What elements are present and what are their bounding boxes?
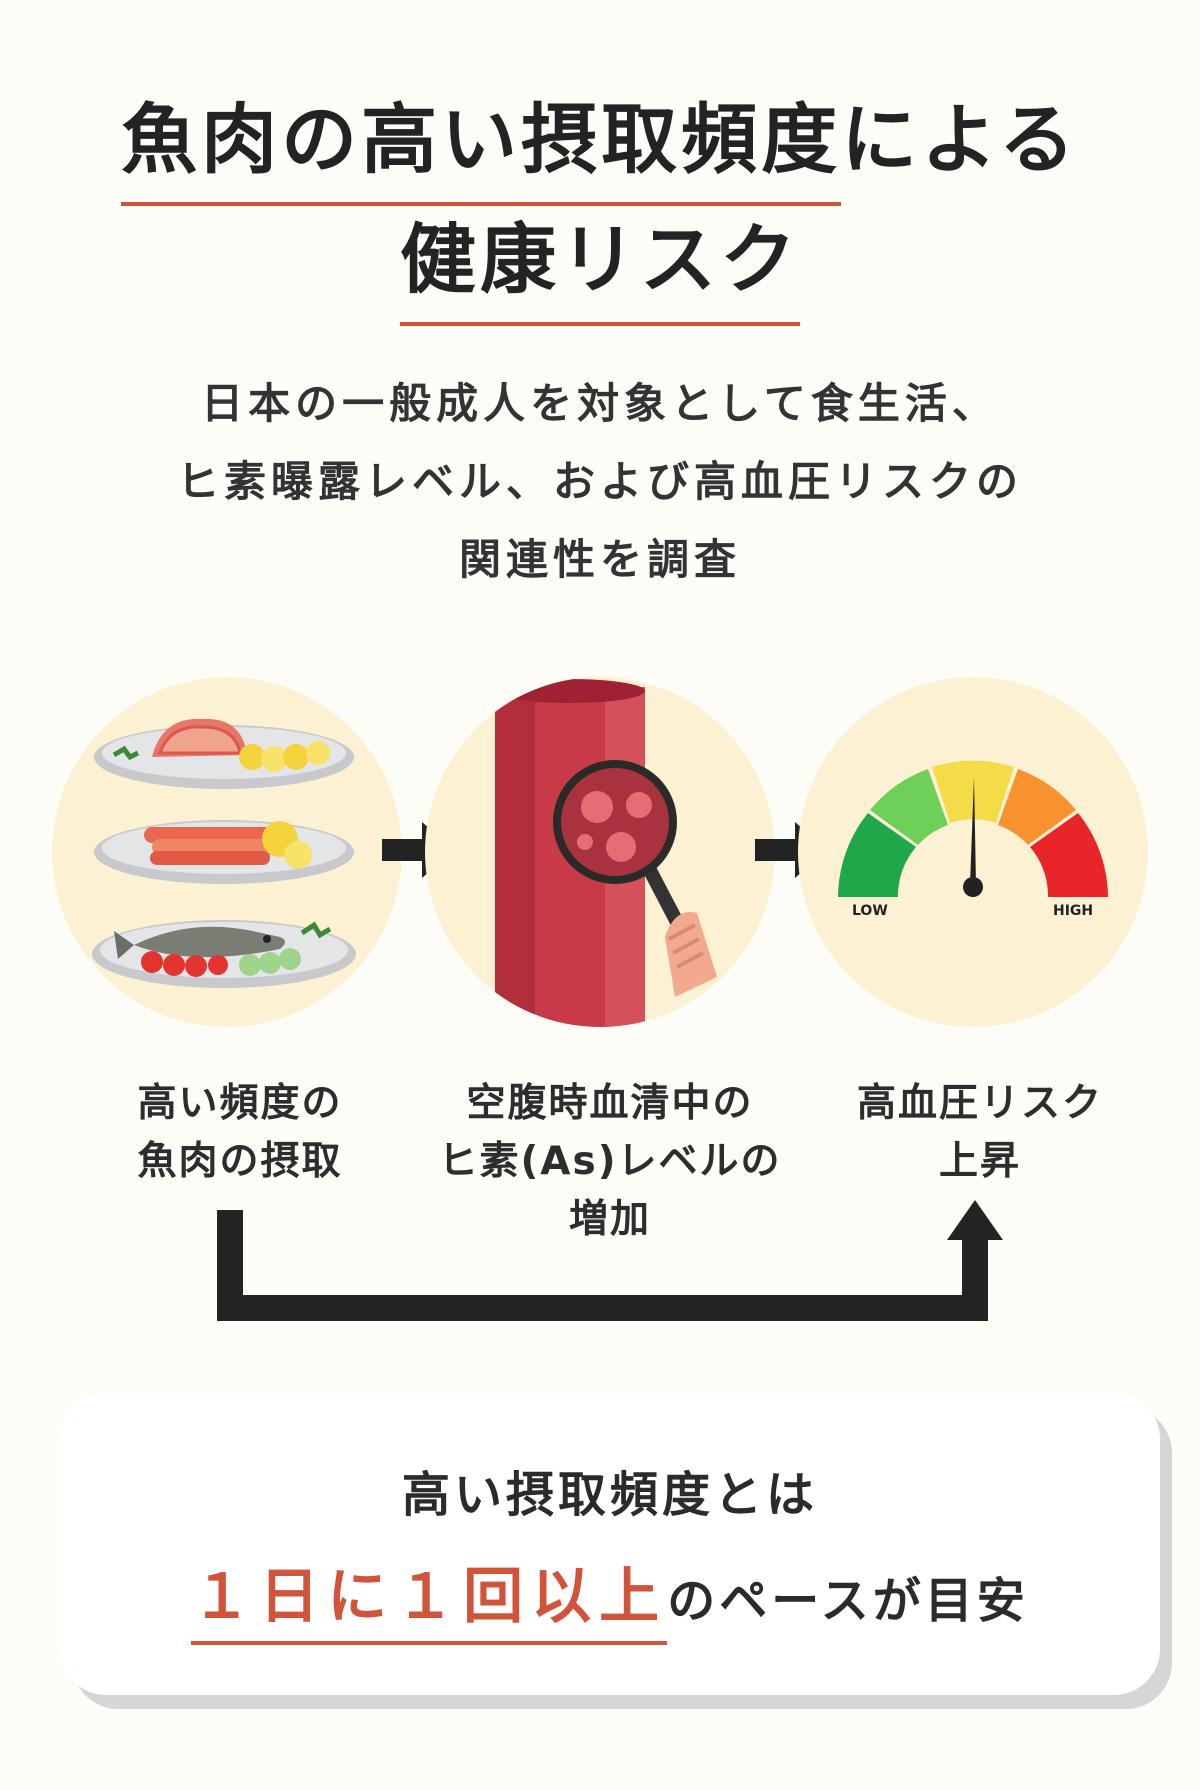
- page-title-line2: 健康リスク: [0, 198, 1200, 326]
- title-line2-text: 健康リスク: [400, 198, 800, 326]
- step-label-hypertension-risk: 高血圧リスク 上昇: [830, 1075, 1130, 1191]
- intro-line-1: 日本の一般成人を対象として食生活、: [201, 379, 999, 428]
- intro-text: 日本の一般成人を対象として食生活、 ヒ素曝露レベル、および高血圧リスクの 関連性…: [0, 365, 1200, 599]
- title-underlined-text: 魚肉の高い摂取頻度: [121, 78, 842, 206]
- page-title-line1: 魚肉の高い摂取頻度による: [0, 78, 1200, 206]
- step-3-line-1: 高血圧リスク: [856, 1081, 1103, 1126]
- gauge-high-label: HIGH: [1053, 903, 1094, 919]
- step-3-line-2: 上昇: [938, 1139, 1021, 1184]
- step-1-line-1: 高い頻度の: [137, 1081, 343, 1126]
- intro-line-3: 関連性を調査: [458, 535, 741, 584]
- risk-gauge-icon: LOW HIGH: [798, 677, 1148, 1027]
- blood-vessel-magnifier-icon: [425, 677, 775, 1027]
- title-rest-text: による: [841, 95, 1079, 184]
- card-detail-rest: のペースが目安: [667, 1573, 1029, 1629]
- step-2-line-3: 増加: [568, 1197, 651, 1242]
- step-label-fish-intake: 高い頻度の 魚肉の摂取: [70, 1075, 410, 1191]
- intro-line-2: ヒ素曝露レベル、および高血圧リスクの: [176, 457, 1023, 506]
- card-detail: １日に１回以上のペースが目安: [60, 1548, 1160, 1645]
- definition-card: 高い摂取頻度とは １日に１回以上のペースが目安: [60, 1393, 1160, 1695]
- step-2-line-2: ヒ素(As)レベルの: [438, 1139, 782, 1184]
- card-highlight-frequency: １日に１回以上: [191, 1548, 668, 1645]
- gauge-low-label: LOW: [852, 903, 888, 919]
- step-label-arsenic-level: 空腹時血清中の ヒ素(As)レベルの 増加: [420, 1075, 800, 1249]
- fish-plates-icon: [52, 677, 402, 1027]
- step-1-line-2: 魚肉の摂取: [137, 1139, 343, 1184]
- step-2-line-1: 空腹時血清中の: [466, 1081, 754, 1126]
- card-heading: 高い摂取頻度とは: [401, 1467, 818, 1523]
